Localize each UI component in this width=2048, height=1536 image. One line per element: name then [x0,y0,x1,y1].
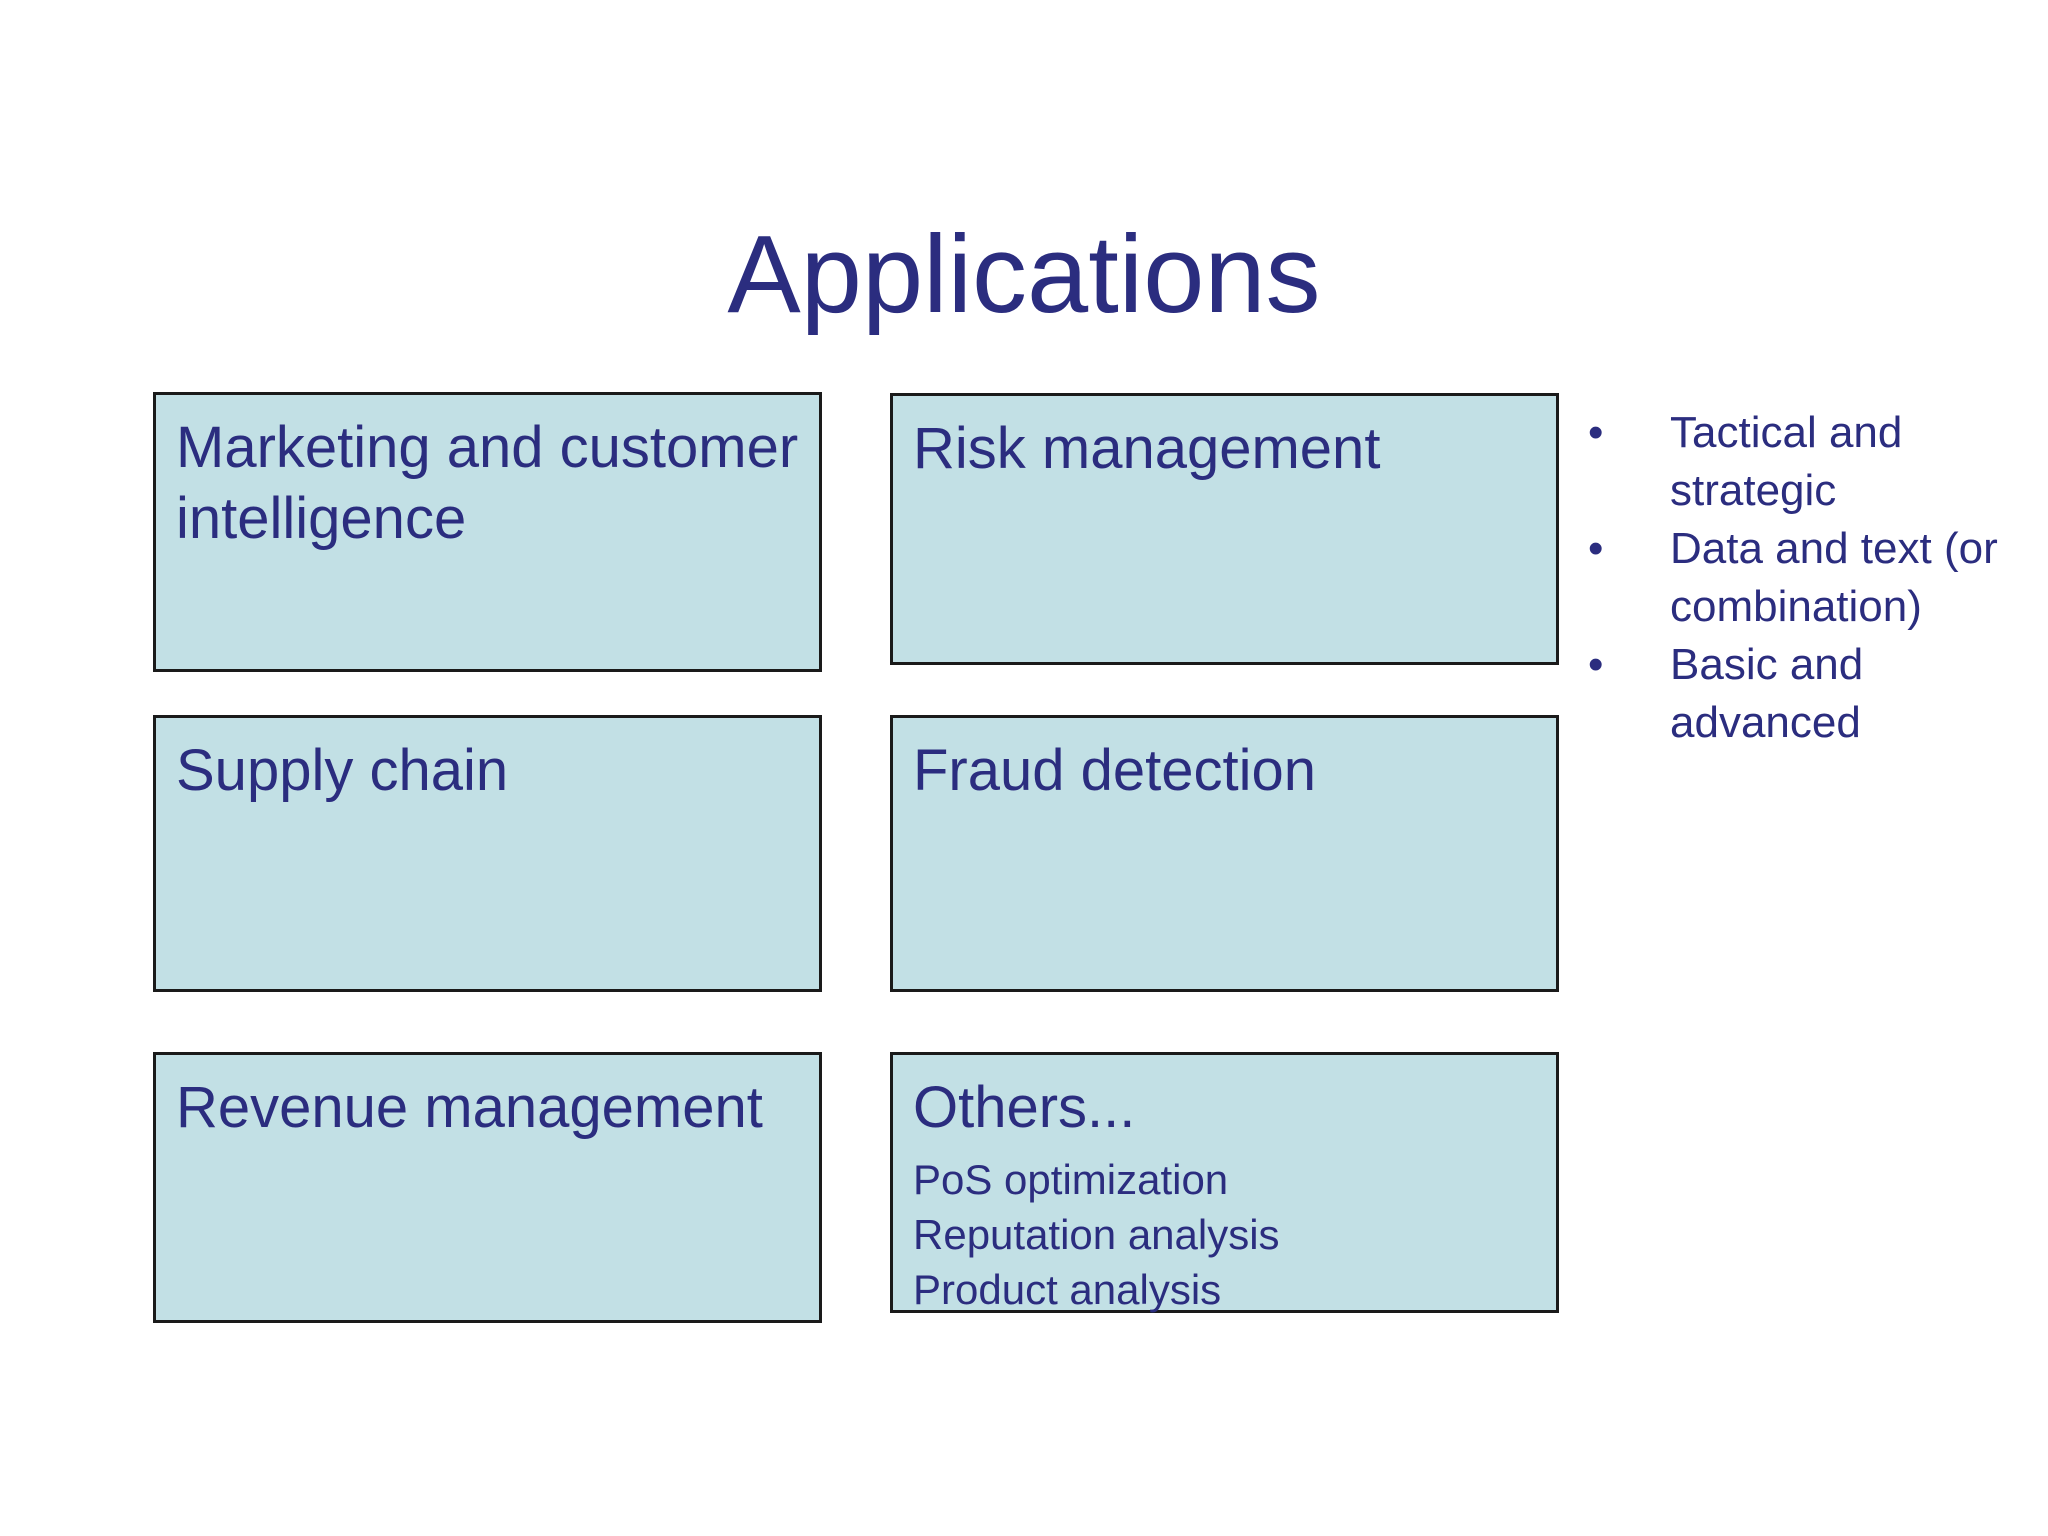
box-label: Marketing and customer intelligence [176,415,799,551]
box-label: Supply chain [176,738,509,803]
bullet-text: Data and text (or combination) [1670,524,1998,631]
subline-reputation-analysis: Reputation analysis [913,1210,1280,1258]
box-revenue-management: Revenue management [153,1052,822,1323]
page-title: Applications [727,213,1321,336]
bullet-text: Tactical and strategic [1670,408,1903,515]
box-others: Others... PoS optimization Reputation an… [890,1052,1559,1313]
box-fraud-detection: Fraud detection [890,715,1559,992]
bullet-dot-icon [1588,404,1628,462]
bullet-dot-icon [1588,520,1628,578]
others-sublines: PoS optimization Reputation analysis Pro… [913,1152,1536,1317]
bullet-text: Basic and advanced [1670,640,1864,747]
bullet-item-tactical-strategic: Tactical and strategic [1586,404,2048,520]
box-risk-management: Risk management [890,393,1559,665]
bullet-list: Tactical and strategic Data and text (or… [1586,404,2048,752]
subline-product-analysis: Product analysis [913,1265,1222,1313]
box-label: Others... [913,1075,1136,1140]
box-marketing-customer-intelligence: Marketing and customer intelligence [153,392,822,672]
box-label: Revenue management [176,1075,763,1140]
box-label: Fraud detection [913,738,1317,803]
box-supply-chain: Supply chain [153,715,822,992]
bullet-item-data-text: Data and text (or combination) [1586,520,2048,636]
bullet-dot-icon [1588,636,1628,694]
bullet-item-basic-advanced: Basic and advanced [1586,636,2048,752]
box-label: Risk management [913,416,1381,481]
subline-pos-optimization: PoS optimization [913,1155,1229,1203]
